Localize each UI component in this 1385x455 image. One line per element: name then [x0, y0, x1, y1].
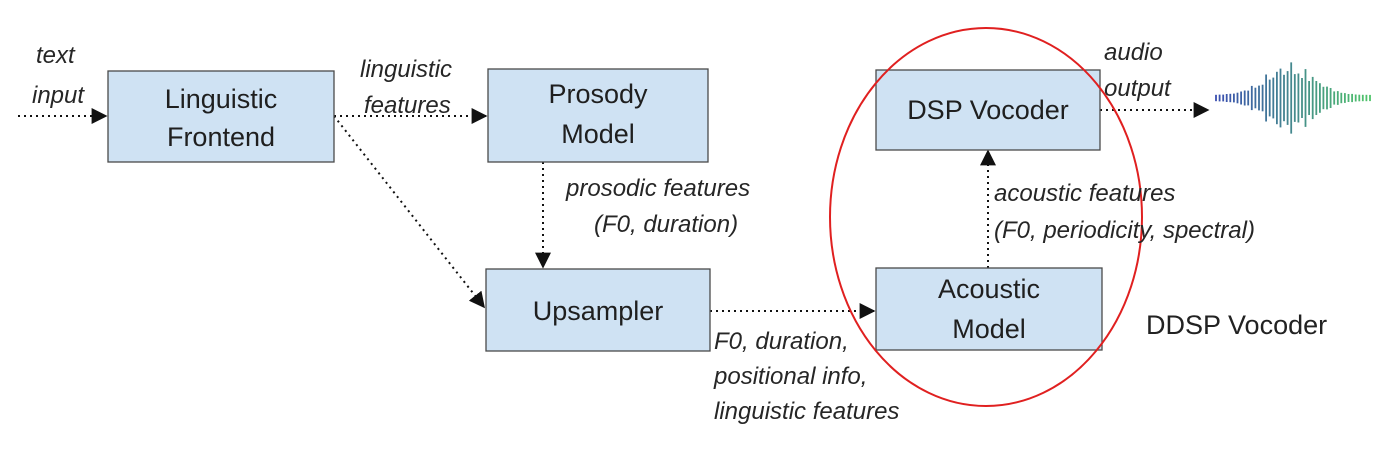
label-line: features: [364, 92, 451, 119]
label-line: text: [36, 42, 76, 69]
label-audio-output: audio output: [1104, 39, 1172, 102]
label-line: audio: [1104, 39, 1163, 66]
node-label-line: DSP Vocoder: [907, 95, 1069, 125]
group-label-ddsp-vocoder: DDSP Vocoder: [1146, 310, 1327, 340]
label-line: (F0, duration): [594, 211, 738, 238]
label-line: positional info,: [713, 363, 867, 390]
node-label-line: Prosody: [548, 79, 648, 109]
node-upsampler: Upsampler: [485, 268, 711, 352]
node-label-line: Acoustic: [938, 274, 1040, 304]
edge-frontend-to-upsampler: [333, 115, 485, 309]
edges: [18, 102, 1210, 319]
ddsp-vocoder-highlight: [829, 27, 1143, 407]
label-linguistic-features: linguistic features: [360, 56, 452, 119]
label-line: linguistic: [360, 56, 452, 83]
node-dsp-vocoder: DSP Vocoder: [875, 69, 1101, 151]
label-line: acoustic features: [994, 180, 1175, 207]
label-upsampled-features: F0, duration, positional info, linguisti…: [713, 328, 899, 425]
node-acoustic-model: Acoustic Model: [875, 267, 1103, 351]
label-line: F0, duration,: [714, 328, 849, 355]
node-label-line: Linguistic: [165, 84, 278, 114]
node-linguistic-frontend: Linguistic Frontend: [107, 70, 335, 163]
label-line: prosodic features: [565, 175, 750, 202]
label-text-input: text input: [32, 42, 85, 109]
node-label-line: Frontend: [167, 122, 275, 152]
label-acoustic-features: acoustic features (F0, periodicity, spec…: [994, 180, 1255, 244]
node-label-line: Model: [952, 314, 1026, 344]
label-line: output: [1104, 75, 1172, 102]
label-line: input: [32, 82, 85, 109]
node-prosody-model: Prosody Model: [487, 68, 709, 163]
label-line: (F0, periodicity, spectral): [994, 217, 1255, 244]
node-label-line: Model: [561, 119, 635, 149]
label-prosodic-features: prosodic features (F0, duration): [565, 175, 750, 238]
node-label-line: Upsampler: [533, 296, 664, 326]
audio-waveform-icon: [1215, 62, 1371, 134]
label-line: linguistic features: [714, 398, 899, 425]
